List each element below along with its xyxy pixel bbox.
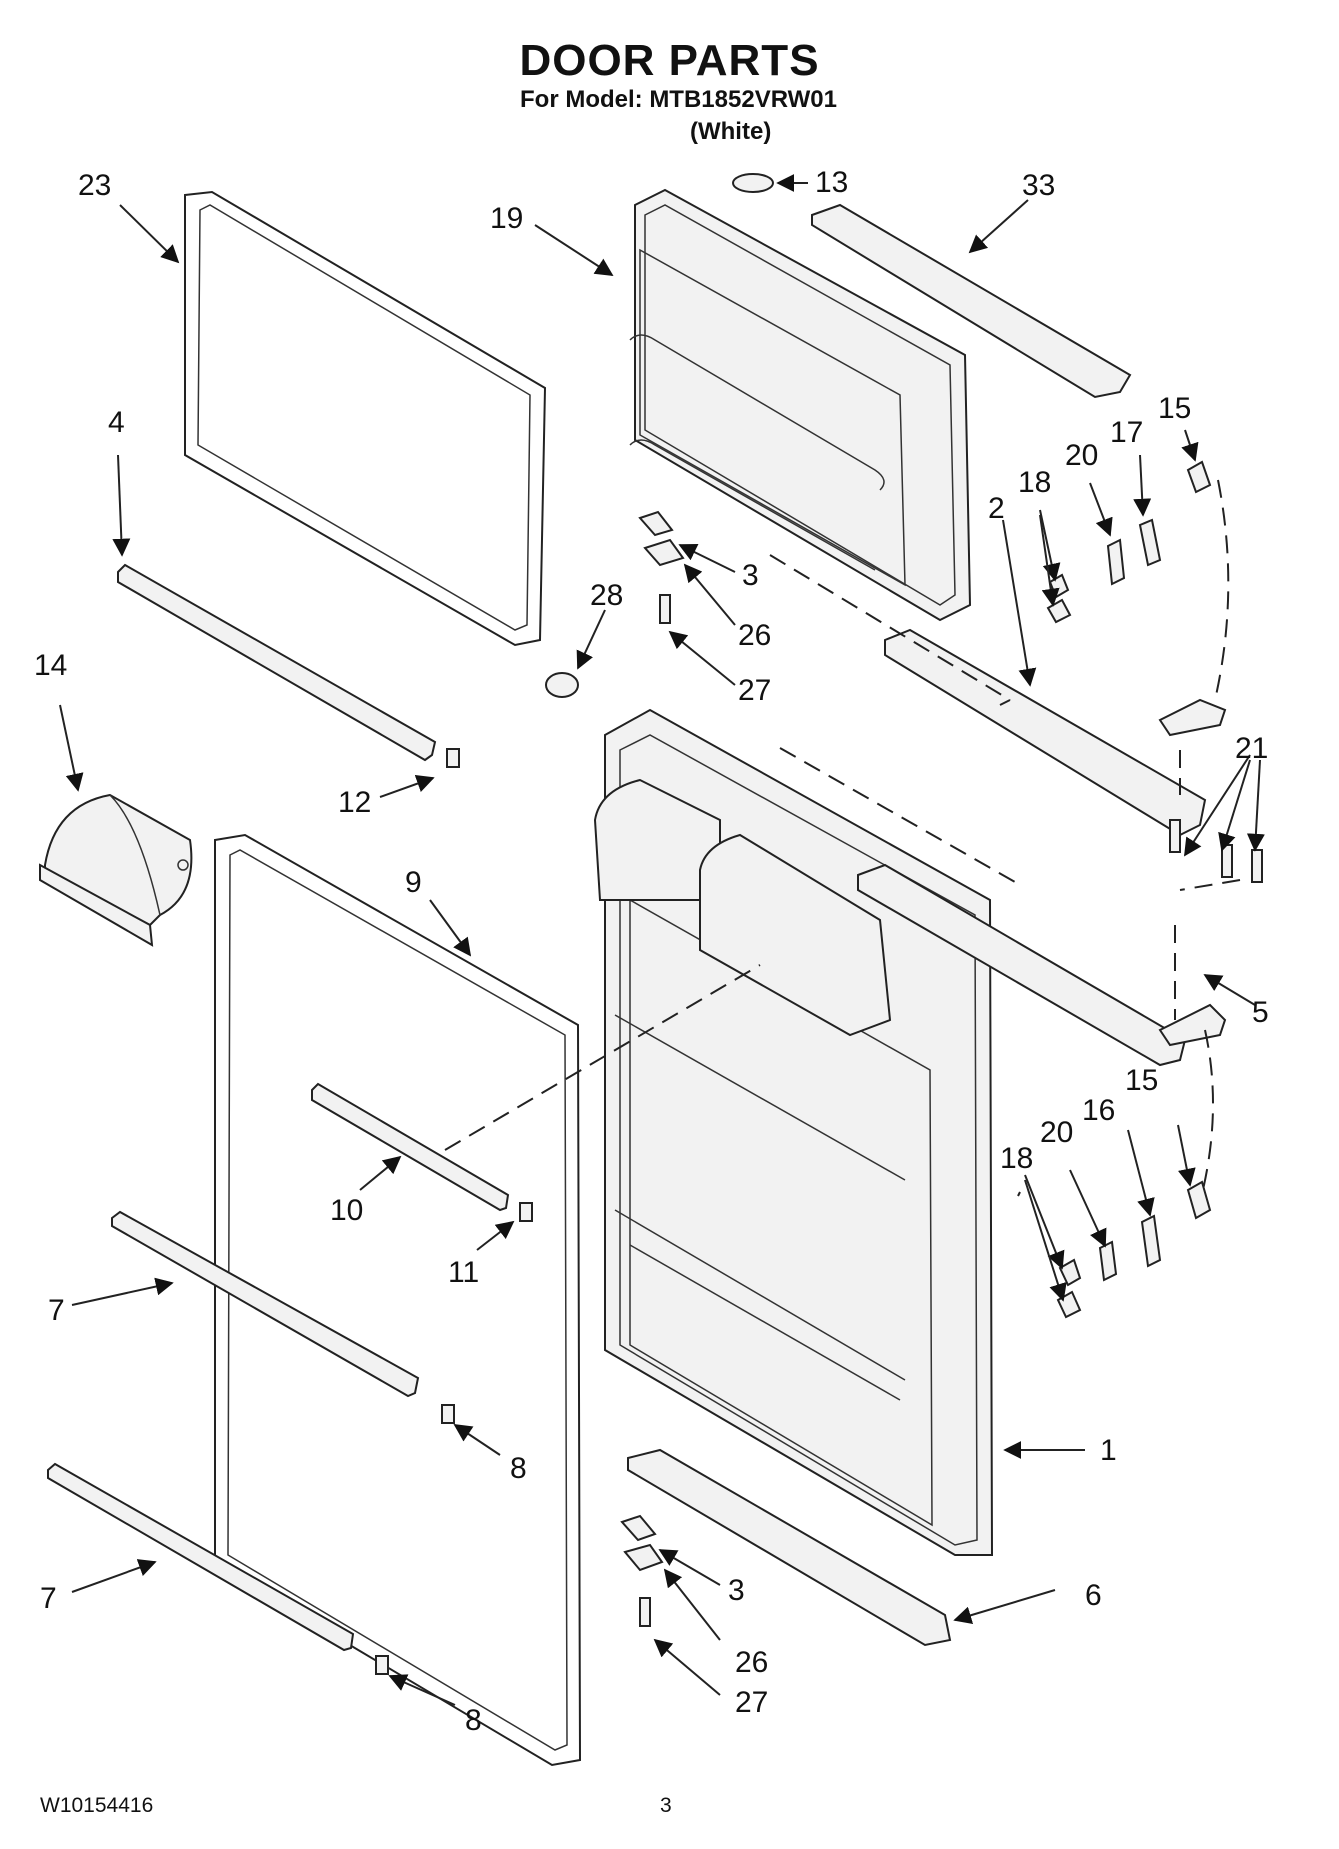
callout-6: 6 (1085, 1579, 1102, 1612)
page-title: DOOR PARTS (519, 36, 820, 85)
model-number: For Model: MTB1852VRW01 (520, 86, 837, 113)
callout-18-lower: 18 (1000, 1142, 1033, 1175)
callout-3-lower: 3 (728, 1574, 745, 1607)
freezer-door-top-trim (811, 203, 1132, 399)
door-shelf-trim-10 (311, 1082, 510, 1212)
page-number: 3 (660, 1794, 672, 1817)
callout-21: 21 (1235, 732, 1268, 765)
end-cap-8-upper (441, 1404, 455, 1424)
callout-17: 17 (1110, 416, 1143, 449)
end-cap-8-lower (375, 1655, 389, 1675)
leader-arrows (59, 174, 1265, 1706)
alignment-lines (444, 554, 1241, 1151)
fresh-food-door-bottom-trim (627, 1448, 952, 1647)
callout-3-upper: 3 (742, 559, 759, 592)
callout-15-upper: 15 (1158, 392, 1191, 425)
freezer-door-bottom-trim (884, 628, 1207, 837)
callout-26-lower: 26 (735, 1646, 768, 1679)
callout-20-lower: 20 (1040, 1116, 1073, 1149)
callout-8-lower: 8 (465, 1704, 482, 1737)
callout-33: 33 (1022, 169, 1055, 202)
plug-28 (545, 672, 579, 698)
door-shelf-bar-lower (47, 1462, 355, 1652)
lower-hinge-assembly (620, 1003, 1227, 1627)
dairy-bin (39, 793, 193, 947)
callout-labels: 23 19 13 33 4 18 20 17 15 2 3 26 28 27 1… (34, 166, 1269, 1737)
callout-12: 12 (338, 786, 371, 819)
callout-14: 14 (34, 649, 67, 682)
fresh-food-door-top-trim (857, 863, 1187, 1067)
callout-20-upper: 20 (1065, 439, 1098, 472)
callout-26-upper: 26 (738, 619, 771, 652)
callout-5: 5 (1252, 996, 1269, 1029)
end-cap-12 (446, 748, 460, 768)
callout-10: 10 (330, 1194, 363, 1227)
model-variant: (White) (690, 118, 772, 145)
callout-19: 19 (490, 202, 523, 235)
document-id: W10154416 (40, 1794, 154, 1817)
callout-7-upper: 7 (48, 1294, 65, 1327)
upper-hinge-assembly (638, 460, 1263, 883)
callout-27-lower: 27 (735, 1686, 768, 1719)
callout-1: 1 (1100, 1434, 1117, 1467)
freezer-door (629, 188, 972, 622)
freezer-door-gasket (184, 190, 547, 647)
callout-27-upper: 27 (738, 674, 771, 707)
fresh-food-door (593, 708, 994, 1556)
callout-2: 2 (988, 492, 1005, 525)
callout-11: 11 (448, 1256, 479, 1289)
callout-9: 9 (405, 866, 422, 899)
freezer-trim-bar (117, 563, 437, 762)
callout-8-upper: 8 (510, 1452, 527, 1485)
callout-28: 28 (590, 579, 623, 612)
callout-15-lower: 15 (1125, 1064, 1158, 1097)
plug-13 (732, 173, 774, 193)
callout-16: 16 (1082, 1094, 1115, 1127)
end-cap-11 (519, 1202, 533, 1222)
callout-18-upper: 18 (1018, 466, 1051, 499)
callout-7-lower: 7 (40, 1582, 57, 1615)
callout-23: 23 (78, 169, 111, 202)
door-shelf-bar-upper (111, 1210, 420, 1398)
callout-4: 4 (108, 406, 125, 439)
callout-13: 13 (815, 166, 848, 199)
